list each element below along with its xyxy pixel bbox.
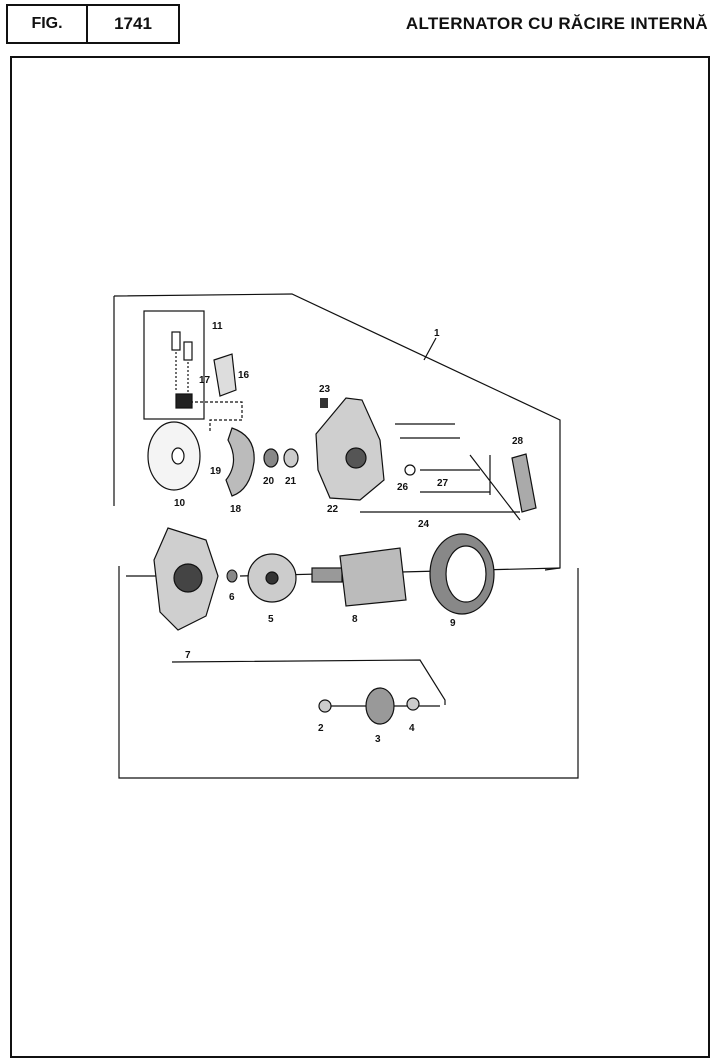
fan-part [247, 553, 297, 603]
washer-part [404, 464, 416, 476]
callout-4: 4 [409, 723, 415, 734]
rectifier-part [225, 427, 255, 497]
callout-10: 10 [174, 498, 186, 509]
spacer-part [226, 569, 238, 583]
brush-holder-part [171, 331, 193, 409]
callout-11: 11 [212, 321, 223, 332]
shield-plate-part [147, 421, 201, 491]
front-housing-part [153, 527, 219, 631]
bearing-parts [263, 448, 299, 468]
callout-16: 16 [238, 370, 250, 381]
callout-6: 6 [229, 592, 235, 603]
callout-26: 26 [397, 482, 409, 493]
callout-1: 1 [434, 328, 440, 339]
callout-28: 28 [512, 436, 524, 447]
callout-7: 7 [185, 650, 191, 661]
callout-5: 5 [268, 614, 274, 625]
callout-9: 9 [450, 618, 456, 629]
callout-23: 23 [319, 384, 331, 395]
inset-box [143, 310, 205, 420]
pulley-parts [318, 687, 420, 725]
callout-3: 3 [375, 734, 381, 745]
fig-number: 1741 [86, 4, 180, 44]
rotor-part [311, 547, 407, 607]
regulator-part [213, 353, 237, 397]
callout-24: 24 [418, 519, 430, 530]
cover-part [511, 453, 537, 513]
drawing-frame [10, 56, 710, 1058]
callout-18: 18 [230, 504, 242, 515]
callout-17: 17 [199, 375, 211, 386]
terminal-part [320, 398, 328, 408]
callout-8: 8 [352, 614, 358, 625]
stator-part [429, 533, 495, 615]
page-title: ALTERNATOR CU RĂCIRE INTERNĂ [405, 14, 708, 33]
callout-21: 21 [285, 476, 297, 487]
callout-27: 27 [437, 478, 449, 489]
callout-20: 20 [263, 476, 275, 487]
callout-2: 2 [318, 723, 324, 734]
rear-housing-part [315, 397, 385, 501]
callout-22: 22 [327, 504, 339, 515]
callout-19: 19 [210, 466, 222, 477]
